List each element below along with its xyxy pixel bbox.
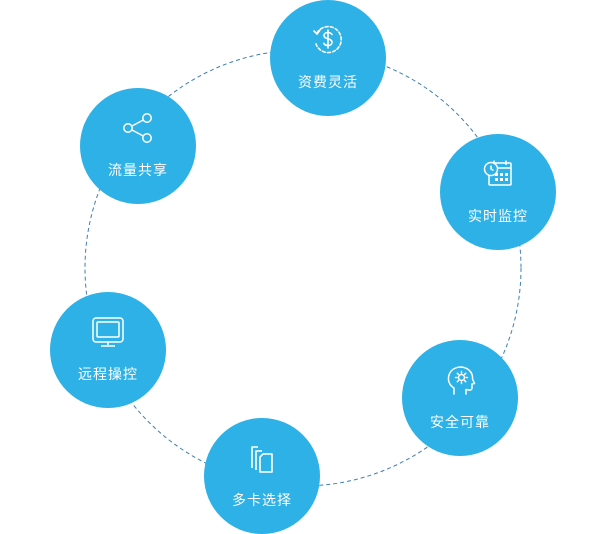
node-realtime-monitor[interactable]: 实时监控 (440, 134, 556, 250)
node-label: 多卡选择 (232, 493, 292, 509)
cards-icon (244, 440, 280, 476)
node-remote-control[interactable]: 远程操控 (50, 292, 166, 408)
node-traffic-share[interactable]: 流量共享 (80, 88, 196, 204)
monitor-icon (90, 314, 126, 350)
node-label: 实时监控 (468, 209, 528, 225)
node-label: 安全可靠 (430, 415, 490, 431)
dollar-cycle-icon (310, 22, 346, 58)
node-secure-reliable[interactable]: 安全可靠 (402, 340, 518, 456)
node-label: 流量共享 (108, 163, 168, 179)
node-label: 资费灵活 (298, 75, 358, 91)
head-gear-icon (442, 362, 478, 398)
node-label: 远程操控 (78, 367, 138, 383)
node-multi-card[interactable]: 多卡选择 (204, 418, 320, 534)
node-flexible-billing[interactable]: 资费灵活 (270, 0, 386, 116)
calendar-clock-icon (480, 156, 516, 192)
share-icon (120, 110, 156, 146)
